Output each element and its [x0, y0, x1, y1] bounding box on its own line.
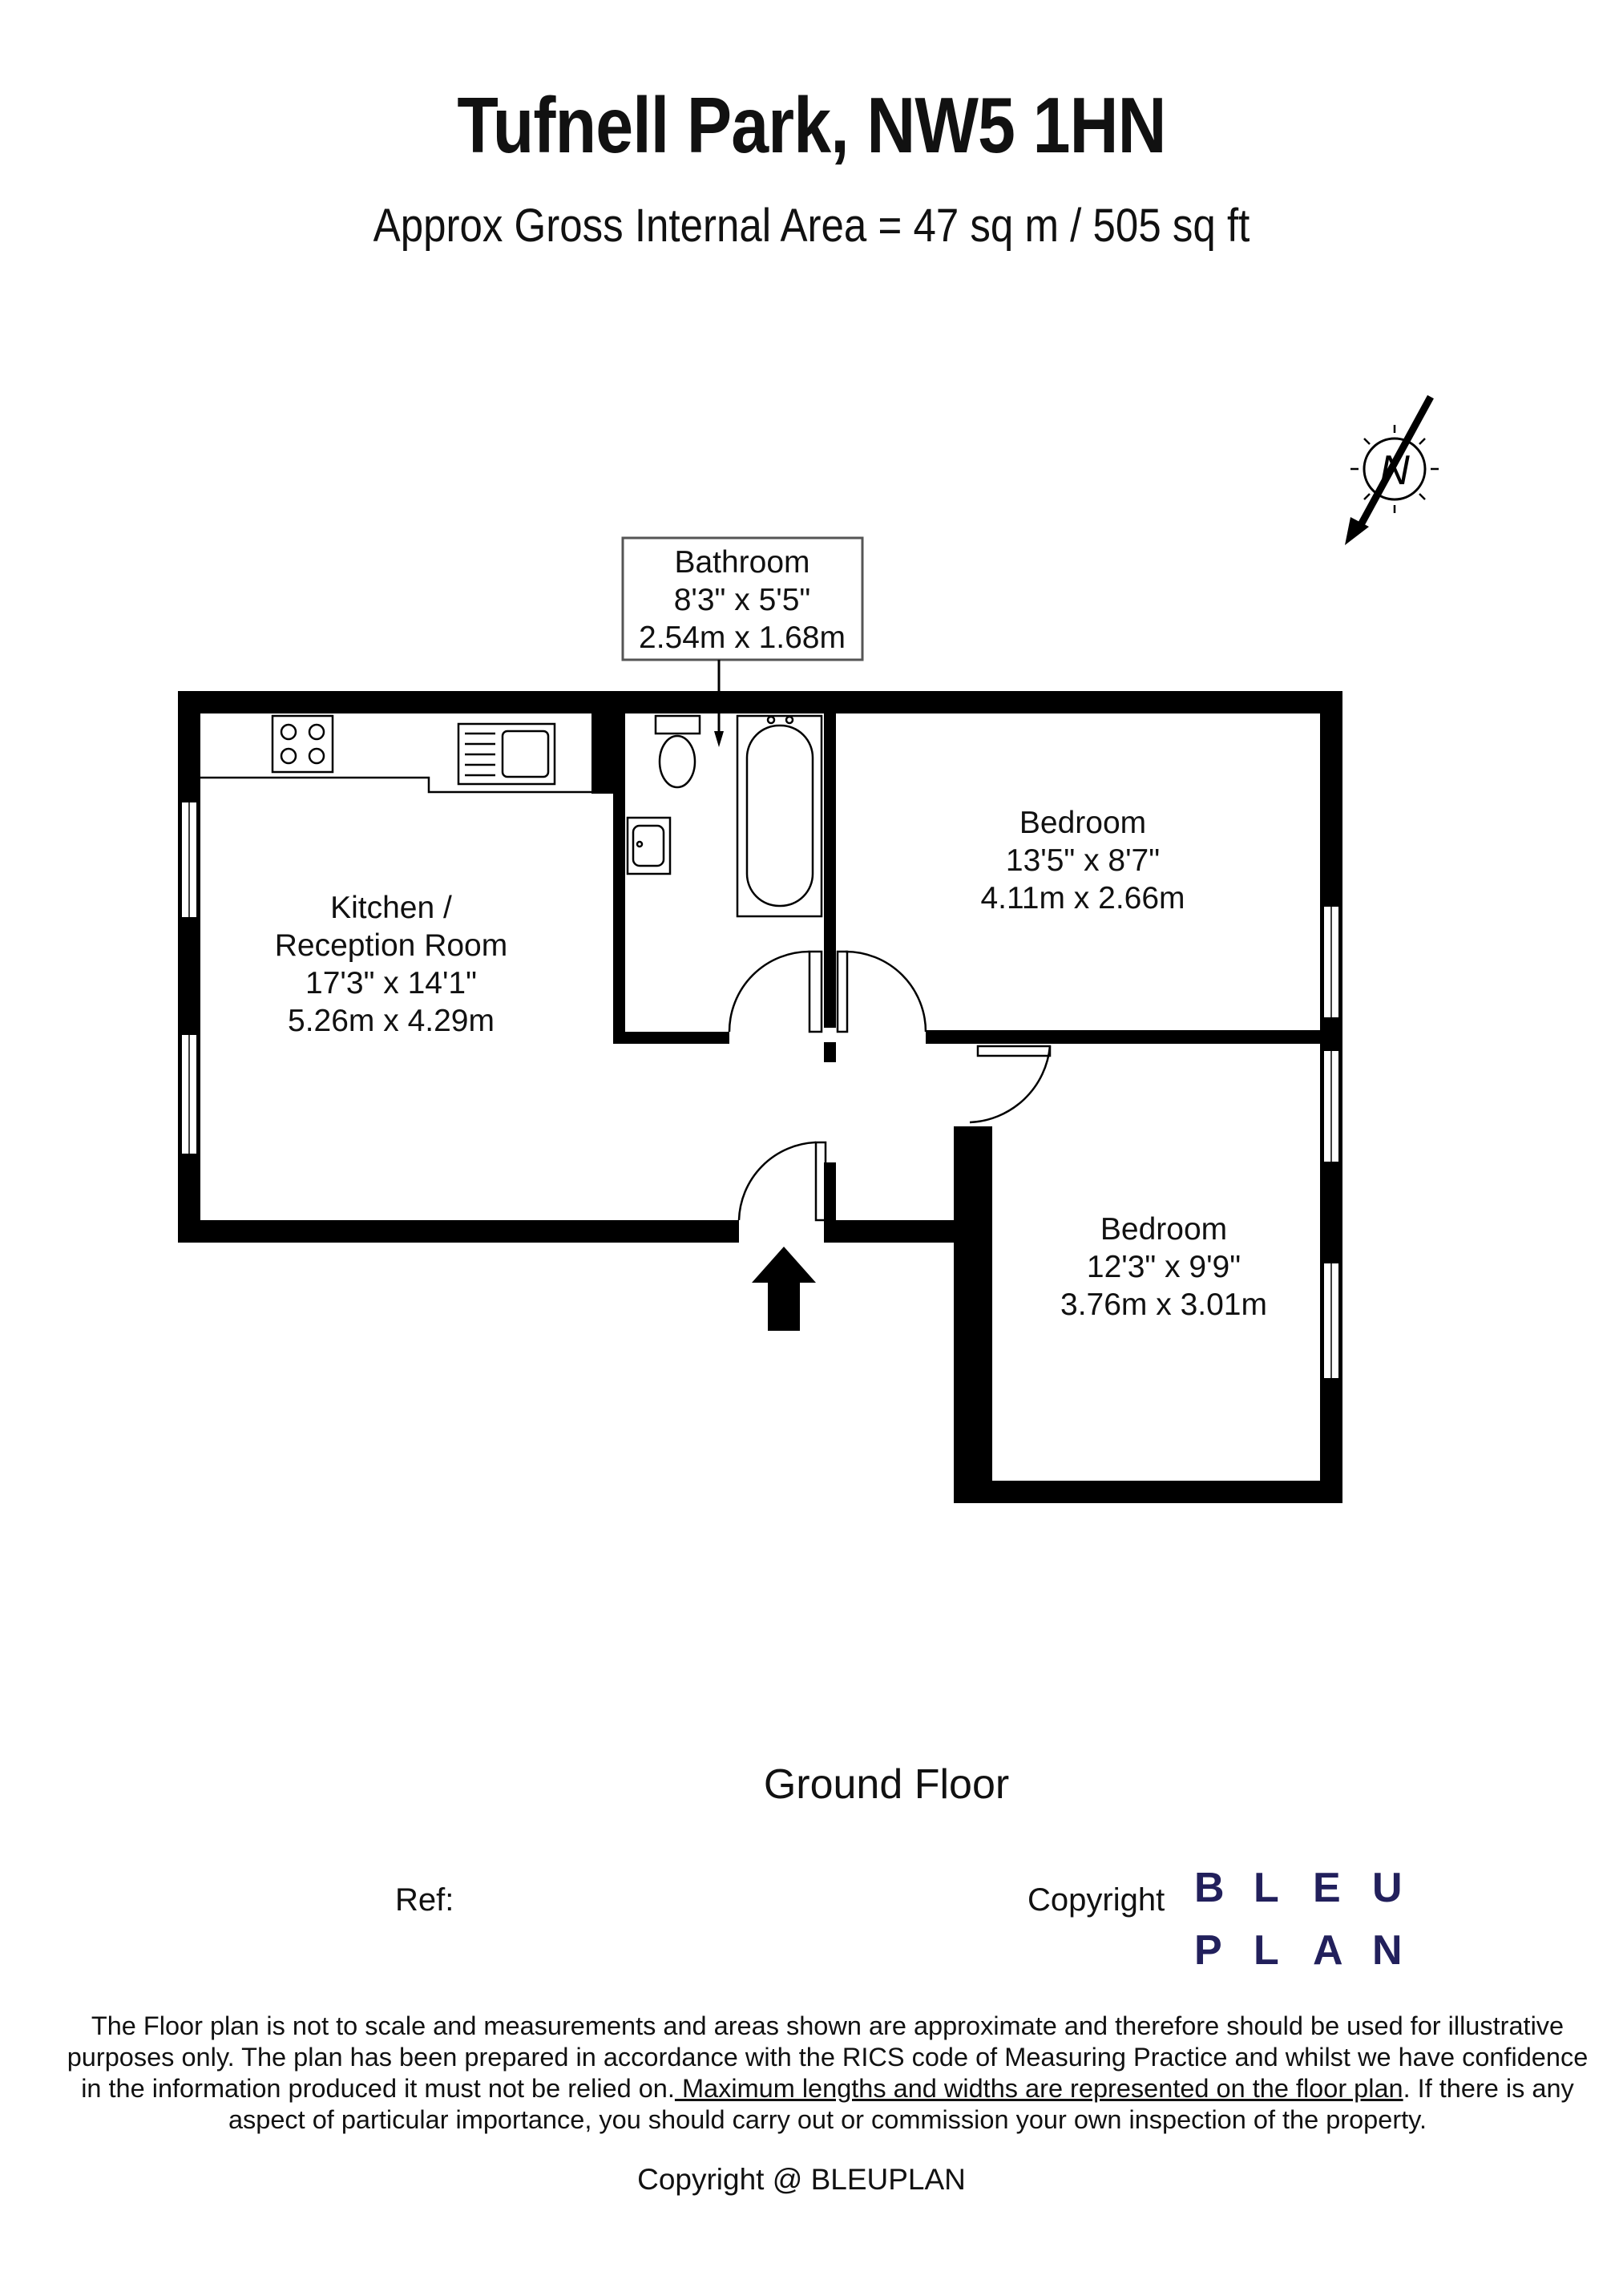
bedroom1-metric: 4.11m x 2.66m — [980, 881, 1185, 916]
kitchen-imperial: 17'3" x 14'1" — [305, 966, 477, 1000]
bedroom2-name: Bedroom — [1100, 1212, 1227, 1247]
bathroom-imperial: 8'3" x 5'5" — [674, 583, 811, 617]
page-title: Tufnell Park, NW5 1HN — [457, 81, 1166, 169]
kitchen-name-line2: Reception Room — [275, 928, 507, 963]
bedroom1-name: Bedroom — [1019, 806, 1146, 840]
kitchen-name-line1: Kitchen / — [330, 891, 452, 925]
bathroom-metric: 2.54m x 1.68m — [639, 620, 846, 655]
ref-label: Ref: — [395, 1882, 454, 1918]
footer-copyright: Copyright @ BLEUPLAN — [637, 2163, 966, 2196]
floor-label: Ground Floor — [763, 1761, 1010, 1808]
hob-icon — [271, 714, 334, 774]
bedroom2-imperial: 12'3" x 9'9" — [1087, 1250, 1241, 1284]
compass-icon: N — [1345, 394, 1439, 545]
sink-icon — [457, 722, 556, 786]
door-swings — [728, 950, 1052, 1222]
kitchen-label: Kitchen / Reception Room 17'3" x 14'1" 5… — [275, 891, 507, 1038]
copyright-label: Copyright — [1027, 1882, 1165, 1918]
entrance-arrow-icon — [752, 1247, 816, 1331]
bathroom-label-box: Bathroom 8'3" x 5'5" 2.54m x 1.68m — [621, 536, 864, 747]
toilet-icon — [654, 714, 701, 789]
bedroom2-metric: 3.76m x 3.01m — [1060, 1287, 1267, 1322]
bedroom1-imperial: 13'5" x 8'7" — [1006, 843, 1160, 878]
kitchen-worktop — [200, 776, 591, 794]
compass-letter: N — [1379, 447, 1410, 494]
bathroom-name: Bathroom — [674, 545, 809, 580]
kitchen-metric: 5.26m x 4.29m — [288, 1004, 495, 1038]
disclaimer: The Floor plan is not to scale and measu… — [67, 2011, 1589, 2134]
bedroom1-label: Bedroom 13'5" x 8'7" 4.11m x 2.66m — [980, 806, 1185, 916]
walls — [178, 691, 1342, 1503]
area-subtitle: Approx Gross Internal Area = 47 sq m / 5… — [373, 200, 1250, 252]
basin-icon — [626, 816, 672, 875]
bedroom2-label: Bedroom 12'3" x 9'9" 3.76m x 3.01m — [1060, 1212, 1267, 1322]
bath-icon — [736, 714, 823, 918]
